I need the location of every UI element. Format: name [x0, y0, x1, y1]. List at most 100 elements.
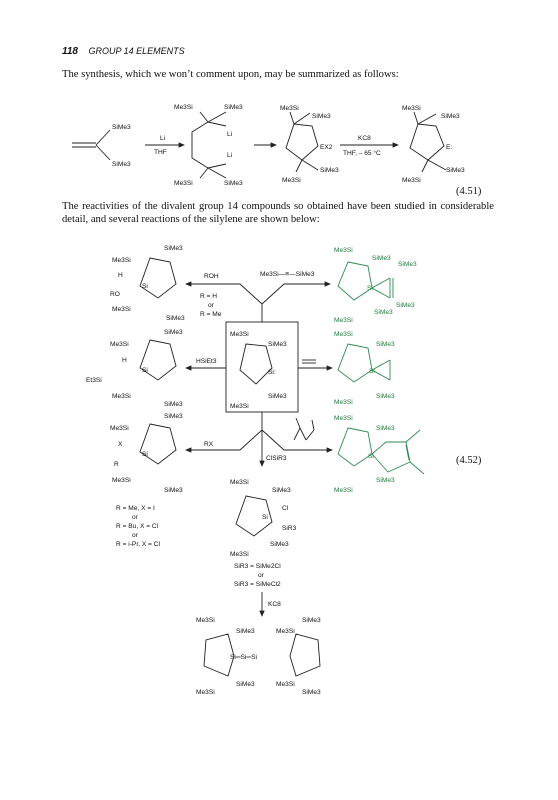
reagent-hsiet3: HSiEt3 — [196, 358, 217, 365]
atom-label: SiMe3 — [268, 341, 287, 348]
atom-label: Si — [142, 451, 148, 458]
cond-line: R = i-Pr, X = Cl — [116, 541, 161, 548]
arrow-rx — [185, 412, 263, 453]
atom-label: Me3Si — [282, 177, 301, 184]
atom-label: R — [114, 461, 119, 468]
atom-label: SiMe3 — [164, 401, 183, 408]
starting-material: SiMe3 SiMe3 — [72, 124, 131, 168]
atom-label: SiMe3 — [112, 124, 131, 131]
product-spiro-silacyclopentene: Me3Si SiMe3 Si SiMe3 Me3Si — [334, 415, 425, 494]
equation-4-51: SiMe3 SiMe3 Li THF Me3Si SiMe3 Me3Si SiM… — [72, 104, 465, 187]
atom-label: Me3Si — [334, 317, 353, 324]
trisilaallene-core: Si═Si═Si — [230, 654, 257, 661]
reagent-conditions: THF, – 65 °C — [343, 149, 381, 157]
atom-label: Si — [369, 368, 375, 375]
sir3-definition: SiR3 = SiMeCl2 — [234, 581, 281, 588]
reagent-kc8: KC8 — [358, 135, 371, 142]
atom-label: SiMe3 — [302, 689, 321, 696]
product-chlorosilyl-adduct: Me3Si SiMe3 Si Cl SiR3 SiMe3 Me3Si — [230, 479, 297, 558]
arrow-diene — [261, 429, 333, 453]
product-hydrosilane-adduct: SiMe3 Me3Si H Si Et3Si Me3Si SiMe3 — [86, 329, 183, 408]
atom-label: SiMe3 — [164, 413, 183, 420]
atom-label: SiMe3 — [312, 113, 331, 120]
central-silylene: Me3Si SiMe3 Si: SiMe3 Me3Si — [230, 331, 287, 410]
arrow-alkyne — [261, 281, 331, 305]
atom-label: Me3Si — [196, 617, 215, 624]
atom-label: X — [118, 441, 123, 448]
atom-label: H — [122, 357, 127, 364]
equation-number-4-51: (4.51) — [456, 186, 482, 197]
atom-label: SiMe3 — [376, 341, 395, 348]
atom-label: Si — [262, 514, 268, 521]
reactivity-paragraph: The reactivities of the divalent group 1… — [62, 201, 494, 225]
atom-label: Me3Si — [112, 477, 131, 484]
atom-label: Me3Si — [276, 628, 295, 635]
atom-label: Me3Si — [110, 425, 129, 432]
atom-label: SiMe3 — [376, 425, 395, 432]
atom-label: Et3Si — [86, 377, 102, 384]
atom-label: Si — [142, 283, 148, 290]
ex2-ring: Me3Si SiMe3 EX2 Me3Si SiMe3 — [280, 105, 339, 184]
atom-label: Si — [368, 453, 374, 460]
atom-label: SiMe3 — [396, 302, 415, 309]
atom-label: SiMe3 — [270, 541, 289, 548]
cond-line: R = Bu, X = Cl — [116, 523, 159, 530]
product-silacyclopropane: Me3Si SiMe3 Si SiMe3 Me3Si — [334, 331, 395, 406]
page-number: 118 — [62, 46, 78, 57]
atom-label: SiMe3 — [164, 329, 183, 336]
atom-label: Me3Si — [230, 331, 249, 338]
atom-label: SiMe3 — [236, 681, 255, 688]
atom-label: H — [118, 272, 123, 279]
reagent-clsir3: ClSiR3 — [266, 455, 287, 462]
atom-label: SiMe3 — [446, 167, 465, 174]
atom-label: Me3Si — [174, 180, 193, 187]
rx-conditions: R = Me, X = I or R = Bu, X = Cl or R = i… — [116, 505, 161, 548]
reagent-kc8: KC8 — [268, 601, 281, 608]
atom-label: Cl — [282, 505, 289, 512]
atom-label: Me3Si — [196, 689, 215, 696]
atom-label: SiMe3 — [320, 167, 339, 174]
cond-r-me: R = Me — [200, 311, 222, 318]
atom-label: Me3Si — [230, 551, 249, 558]
reagent-thf: THF — [154, 149, 167, 156]
product-haloalkyl-adduct: SiMe3 Me3Si X Si R Me3Si SiMe3 — [110, 413, 183, 494]
atom-label: Me3Si — [334, 331, 353, 338]
atom-label: SiMe3 — [441, 113, 460, 120]
atom-label: Me3Si — [402, 177, 421, 184]
atom-label: SiMe3 — [376, 393, 395, 400]
atom-label: SiMe3 — [164, 245, 183, 252]
product-trisilaallene: Me3Si SiMe3 Me3Si SiMe3 Si═Si═Si SiMe3 M… — [196, 617, 321, 696]
reagent-disilylalkyne: Me3Si—≡—SiMe3 — [260, 271, 315, 278]
atom-label: Si: — [268, 369, 276, 376]
atom-label: SiMe3 — [398, 261, 417, 268]
atom-label: Me3Si — [112, 257, 131, 264]
atom-label: Me3Si — [334, 247, 353, 254]
atom-label: Me3Si — [112, 393, 131, 400]
atom-label: Li — [227, 152, 233, 159]
product-silacyclopropene: Me3Si SiMe3 SiMe3 Si SiMe3 SiMe3 Me3Si — [334, 247, 417, 324]
atom-label: Me3Si — [334, 415, 353, 422]
atom-label: Me3Si — [230, 403, 249, 410]
running-title: GROUP 14 ELEMENTS — [88, 46, 185, 56]
cond-line: or — [132, 532, 139, 539]
atom-label: Me3Si — [112, 306, 131, 313]
atom-label: Me3Si — [334, 487, 353, 494]
atom-label: Si — [142, 367, 148, 374]
atom-label: Me3Si — [402, 105, 421, 112]
cond-r-h: R = H — [200, 293, 217, 300]
reagent-roh: ROH — [204, 273, 219, 280]
atom-label: SiMe3 — [372, 255, 391, 262]
arrow-roh — [185, 281, 263, 322]
atom-label: SiMe3 — [302, 617, 321, 624]
atom-label: SiMe3 — [236, 628, 255, 635]
atom-label: Li — [227, 131, 233, 138]
metallylene-product: Me3Si SiMe3 E: Me3Si SiMe3 — [402, 105, 465, 184]
product-roh-adduct: SiMe3 Me3Si H Si RO Me3Si SiMe3 — [110, 245, 185, 322]
atom-label: SiMe3 — [224, 104, 243, 111]
atom-label: Me3Si — [280, 105, 299, 112]
atom-label: EX2 — [320, 144, 333, 151]
diene-reagent — [293, 417, 315, 441]
atom-label: Me3Si — [230, 479, 249, 486]
equation-4-52: Me3Si SiMe3 Si: SiMe3 Me3Si ROH R = H or… — [86, 245, 425, 696]
